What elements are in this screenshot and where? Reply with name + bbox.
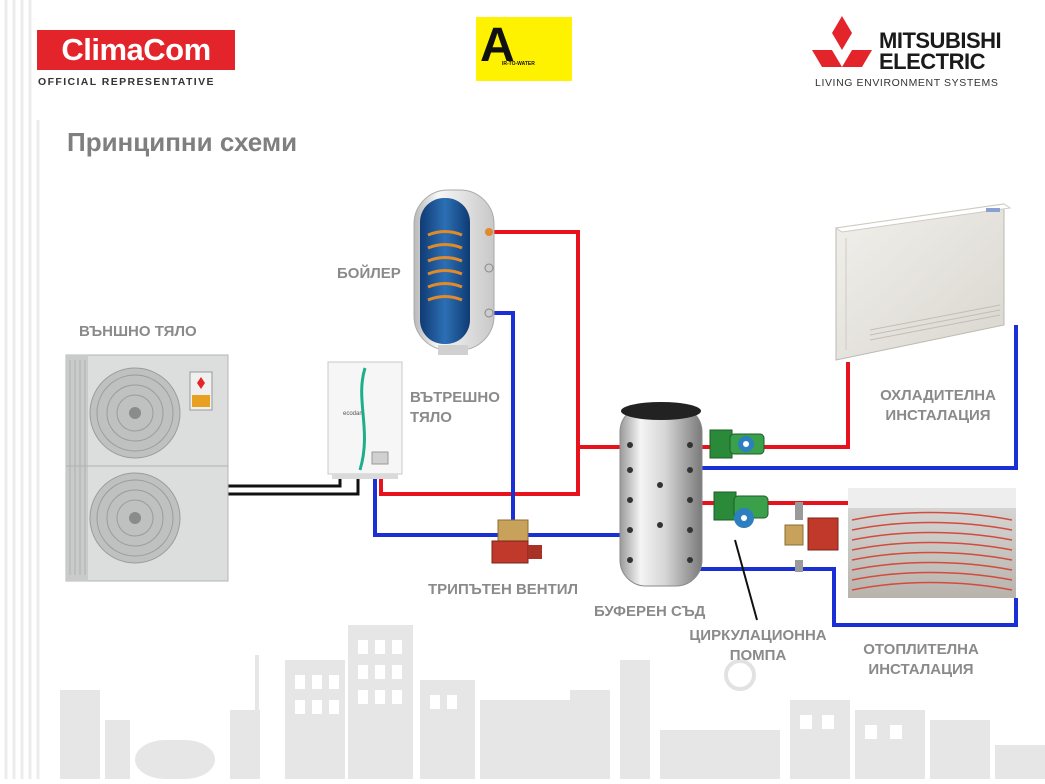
label-indoor-unit: ВЪТРЕШНО ТЯЛО [410, 388, 500, 428]
label-circulation-pump-line2: ПОМПА [729, 647, 787, 664]
mitsubishi-name-line2: ELECTRIC [879, 49, 986, 74]
air-to-water-logo: A IR-TO-WATER [476, 17, 572, 81]
circulation-pump-icon [709, 429, 765, 459]
sun-icon [724, 659, 756, 691]
label-cooling-installation: ОХЛАДИТЕЛНА ИНСТАЛАЦИЯ [863, 386, 1013, 426]
indoor-unit: ecodan [327, 361, 403, 479]
outdoor-unit [65, 354, 229, 582]
left-stripes [4, 0, 40, 779]
label-heating-line2: ИНСТАЛАЦИЯ [868, 661, 974, 678]
label-indoor-unit-line2: ТЯЛО [410, 409, 452, 426]
fan-coil-unit [834, 203, 1012, 361]
city-skyline [60, 625, 1045, 779]
cold-water-pipes [373, 311, 1018, 627]
three-way-valve-icon [491, 519, 542, 564]
label-circulation-pump: ЦИРКУЛАЦИОННА ПОМПА [678, 626, 838, 666]
refrigerant-lines [228, 476, 360, 496]
label-buffer-tank: БУФЕРЕН СЪД [594, 603, 706, 620]
three-diamonds-logo [812, 16, 872, 67]
skyline-windows [295, 640, 902, 739]
mitsubishi-name-line1: MITSUBISHI [879, 28, 1002, 53]
indoor-unit-brand: ecodan [343, 411, 363, 417]
label-circulation-pump-line1: ЦИРКУЛАЦИОННА [689, 627, 827, 644]
label-outdoor-unit: ВЪНШНО ТЯЛО [79, 323, 197, 340]
floor-heating-image [848, 488, 1016, 598]
boiler-tank [413, 189, 495, 355]
pump-pointer-line [734, 539, 758, 621]
label-three-way-valve: ТРИПЪТЕН ВЕНТИЛ [428, 581, 579, 598]
mitsubishi-tagline: LIVING ENVIRONMENT SYSTEMS [815, 77, 999, 89]
climacom-logo: ClimaCom [37, 30, 235, 70]
label-cooling-line1: ОХЛАДИТЕЛНА [880, 387, 996, 404]
climacom-tagline: OFFICIAL REPRESENTATIVE [38, 76, 215, 88]
a2w-text: IR-TO-WATER [502, 61, 535, 67]
label-heating-line1: ОТОПЛИТЕЛНА [863, 641, 979, 658]
buffer-tank [619, 402, 703, 587]
circulation-pump-icon-2 [713, 491, 769, 528]
label-indoor-unit-line1: ВЪТРЕШНО [410, 389, 500, 406]
label-heating-installation: ОТОПЛИТЕЛНА ИНСТАЛАЦИЯ [846, 640, 996, 680]
a2w-letter: A [480, 19, 515, 72]
label-cooling-line2: ИНСТАЛАЦИЯ [885, 407, 991, 424]
mixing-valve-icon [784, 502, 839, 572]
page-title: Принципни схеми [67, 127, 298, 157]
label-boiler: БОЙЛЕР [337, 265, 401, 282]
